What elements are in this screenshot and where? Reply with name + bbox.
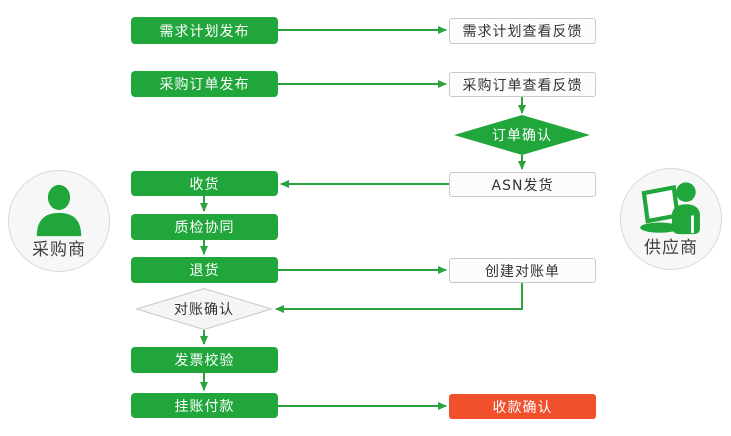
supplier-person-laptop-icon xyxy=(640,182,700,235)
connector-statement-to-confirm xyxy=(275,281,523,313)
node-statement-confirm: 对账确认 xyxy=(134,287,274,331)
node-quality-check: 质检协同 xyxy=(131,214,278,240)
actor-supplier: 供应商 xyxy=(620,168,722,270)
node-receive-goods: 收货 xyxy=(131,171,278,196)
diamond-label: 对账确认 xyxy=(174,302,234,318)
diamond-shape xyxy=(454,115,590,155)
buyer-person-icon xyxy=(36,184,82,237)
diamond-shape xyxy=(134,287,274,331)
diamond-label: 订单确认 xyxy=(492,128,552,144)
node-demand-plan-feedback: 需求计划查看反馈 xyxy=(449,18,596,44)
node-book-payment: 挂账付款 xyxy=(131,393,278,418)
node-return-goods: 退货 xyxy=(131,257,278,283)
node-po-publish: 采购订单发布 xyxy=(131,71,278,97)
node-po-feedback: 采购订单查看反馈 xyxy=(449,72,596,97)
node-order-confirm: 订单确认 xyxy=(454,115,590,155)
node-asn-ship: ASN发货 xyxy=(449,172,596,197)
node-demand-plan-publish: 需求计划发布 xyxy=(131,17,278,44)
actor-buyer-label: 采购商 xyxy=(32,240,86,260)
node-invoice-verify: 发票校验 xyxy=(131,347,278,373)
node-receipt-confirm: 收款确认 xyxy=(449,394,596,419)
actor-supplier-label: 供应商 xyxy=(644,238,698,258)
actor-buyer: 采购商 xyxy=(8,170,110,272)
node-create-statement: 创建对账单 xyxy=(449,258,596,283)
